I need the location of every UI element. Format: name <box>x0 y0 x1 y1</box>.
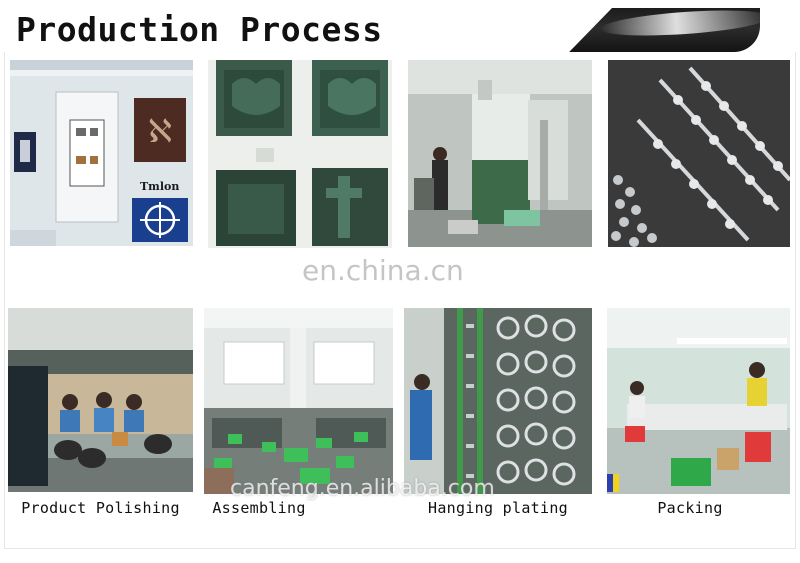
photo-plating <box>404 308 592 494</box>
caption-plating: Hanging plating <box>428 499 568 517</box>
photo-mold <box>208 60 392 248</box>
photo-packing <box>607 308 790 494</box>
design-logo-text: Tmlon <box>140 180 180 193</box>
photo-parts <box>608 60 790 247</box>
caption-packing: Packing <box>657 499 723 517</box>
watermark-bottom: canfeng.en.alibaba.com <box>230 476 495 501</box>
svg-text:ℵ: ℵ <box>148 112 172 150</box>
watermark-top: en.china.cn <box>302 254 464 287</box>
photo-die-casting <box>408 60 592 247</box>
photo-assembling <box>204 308 393 494</box>
photo-polishing <box>8 308 193 492</box>
content-frame <box>4 52 796 549</box>
photo-design: ℵ Tmlon <box>10 60 193 246</box>
caption-polishing: Product Polishing <box>21 499 180 517</box>
page-title: Production Process <box>16 10 383 49</box>
banner-white-panel <box>0 8 612 52</box>
caption-assembling: Assembling <box>212 499 306 517</box>
title-banner: Production Process <box>0 6 800 52</box>
